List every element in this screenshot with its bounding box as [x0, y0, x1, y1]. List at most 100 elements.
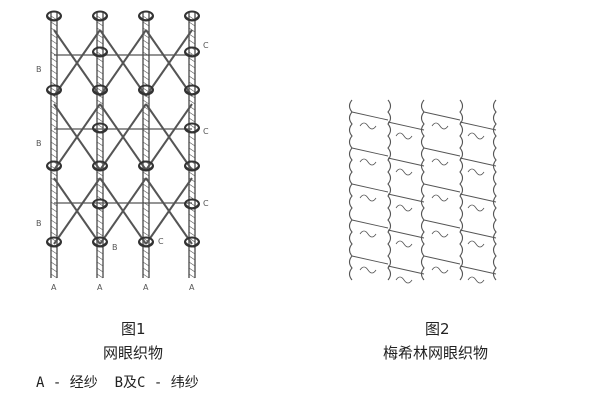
yarn-loop: [184, 203, 200, 209]
yarn-twist: [50, 99, 58, 105]
yarn-twist: [188, 171, 196, 177]
figure1-title: 图1: [121, 320, 146, 338]
yarn-twist: [96, 147, 104, 153]
net-cross-yarn: [387, 157, 425, 167]
net-vertical-yarn: [420, 99, 425, 281]
yarn-loop: [92, 51, 108, 57]
warp-label-a: A: [143, 283, 149, 292]
yarn-twist: [50, 273, 58, 279]
net-twist: [431, 230, 449, 238]
weft-diagonal: [99, 177, 147, 245]
yarn-twist: [188, 21, 196, 27]
yarn-twist: [142, 195, 150, 201]
net-twist: [431, 194, 449, 202]
weft-label-c: C: [203, 199, 209, 208]
yarn-twist: [142, 135, 150, 141]
yarn-twist: [142, 87, 150, 93]
yarn-twist: [142, 21, 150, 27]
yarn-loop: [46, 89, 62, 95]
net-twist: [467, 132, 485, 140]
yarn-twist: [50, 249, 58, 255]
weft-diagonal: [145, 103, 193, 171]
weft-label-c: C: [203, 41, 209, 50]
net-cross-yarn: [423, 111, 461, 121]
yarn-twist: [96, 87, 104, 93]
yarn-twist: [96, 273, 104, 279]
yarn-twist: [96, 57, 104, 63]
yarn-twist: [50, 195, 58, 201]
net-twist: [431, 122, 449, 130]
net-twist: [467, 168, 485, 176]
yarn-twist: [50, 135, 58, 141]
yarn-twist: [96, 249, 104, 255]
yarn-twist: [188, 75, 196, 81]
net-twist: [467, 204, 485, 212]
yarn-twist: [142, 267, 150, 273]
yarn-twist: [142, 231, 150, 237]
yarn-twist: [50, 201, 58, 207]
net-cross-yarn: [423, 255, 461, 265]
yarn-loop: [92, 127, 108, 133]
yarn-twist: [188, 135, 196, 141]
net-twist: [395, 132, 413, 140]
yarn-twist: [50, 219, 58, 225]
yarn-twist: [142, 153, 150, 159]
yarn-twist: [142, 171, 150, 177]
yarn-loop: [184, 241, 200, 247]
net-twist: [359, 122, 377, 130]
yarn-twist: [188, 147, 196, 153]
yarn-twist: [50, 129, 58, 135]
yarn-twist: [96, 171, 104, 177]
yarn-twist: [142, 273, 150, 279]
yarn-twist: [50, 231, 58, 237]
yarn-loop: [138, 89, 154, 95]
figure1-subtitle: 网眼织物: [103, 344, 164, 362]
net-vertical-yarn: [348, 99, 353, 281]
yarn-twist: [50, 147, 58, 153]
net-twist: [359, 194, 377, 202]
weft-label-b: B: [36, 139, 42, 148]
weft-diagonal: [99, 103, 147, 171]
yarn-twist: [96, 21, 104, 27]
net-cross-yarn: [351, 255, 389, 265]
yarn-twist: [188, 99, 196, 105]
yarn-loop: [138, 241, 154, 247]
yarn-twist: [142, 207, 150, 213]
net-cross-yarn: [423, 219, 461, 229]
yarn-twist: [142, 99, 150, 105]
yarn-twist: [96, 255, 104, 261]
yarn-twist: [188, 225, 196, 231]
yarn-twist: [96, 33, 104, 39]
yarn-twist: [142, 63, 150, 69]
yarn-twist: [96, 117, 104, 123]
yarn-twist: [96, 111, 104, 117]
yarn-twist: [50, 117, 58, 123]
yarn-twist: [50, 225, 58, 231]
net-twist: [395, 168, 413, 176]
yarn-twist: [50, 75, 58, 81]
yarn-twist: [188, 267, 196, 273]
net-cross-yarn: [387, 265, 425, 275]
net-twist: [467, 276, 485, 284]
yarn-twist: [142, 111, 150, 117]
weft-label-b: B: [112, 243, 118, 252]
yarn-loop: [92, 89, 108, 95]
yarn-twist: [50, 213, 58, 219]
yarn-twist: [50, 261, 58, 267]
net-cross-yarn: [459, 193, 497, 203]
yarn-twist: [50, 39, 58, 45]
net-cross-yarn: [459, 265, 497, 275]
net-cross-yarn: [351, 111, 389, 121]
yarn-twist: [188, 111, 196, 117]
yarn-loop: [184, 89, 200, 95]
net-cross-yarn: [387, 193, 425, 203]
net-vertical-yarn: [387, 99, 392, 281]
yarn-twist: [188, 189, 196, 195]
yarn-twist: [142, 45, 150, 51]
net-cross-yarn: [351, 147, 389, 157]
yarn-loop: [138, 15, 154, 21]
net-cross-yarn: [387, 229, 425, 239]
yarn-twist: [142, 69, 150, 75]
net-twist: [395, 276, 413, 284]
